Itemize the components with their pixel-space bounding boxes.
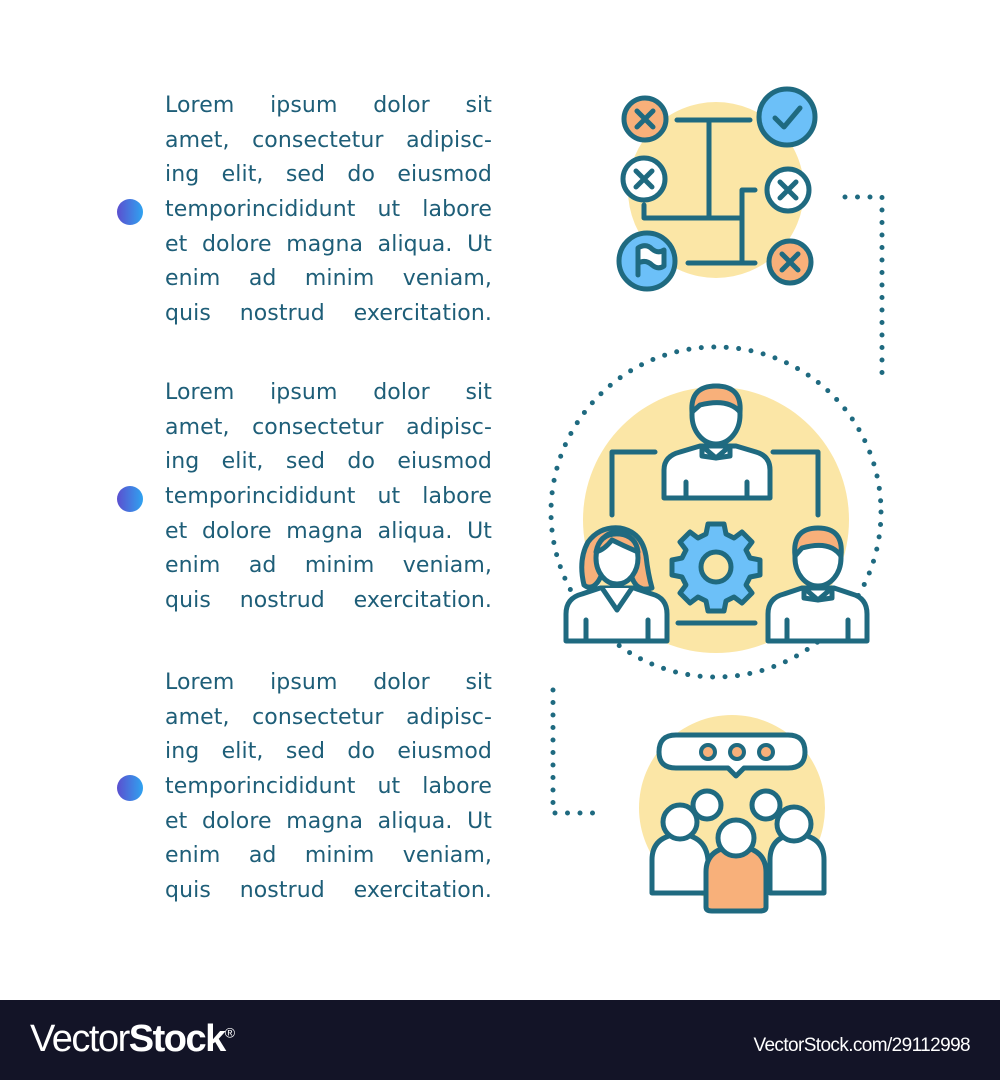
text-line: ing elit, sed do eiusmod [165, 162, 492, 188]
cross-circle-orange-icon [766, 238, 814, 286]
text-line: quis nostrud exercitation. [165, 588, 492, 614]
woman-avatar-icon [563, 525, 670, 644]
check-circle-icon [756, 86, 818, 148]
gear-icon [669, 521, 763, 614]
text-line: Lorem ipsum dolor sit [165, 380, 492, 405]
logo-text-bold: Stock [128, 1018, 226, 1060]
bullet-point-3 [117, 775, 143, 801]
text-block-2: Lorem ipsum dolor sit amet, consectetur … [165, 376, 492, 619]
registered-mark: ® [224, 1024, 236, 1041]
image-reference: VectorStock.com/29112998 [753, 1035, 970, 1056]
text-line: Lorem ipsum dolor sit [165, 93, 492, 118]
bullet-point-2 [117, 486, 143, 512]
text-line: Lorem ipsum dolor sit [165, 670, 492, 695]
infographic-page: Lorem ipsum dolor sit amet, consectetur … [117, 86, 885, 914]
watermark-footer: VectorStock® VectorStock.com/29112998 [0, 1000, 1000, 1080]
group-chat-icon [639, 715, 827, 914]
text-line: ing elit, sed do eiusmod [165, 449, 492, 475]
text-line: enim ad minim veniam, [165, 266, 492, 292]
dotted-connector-top [842, 194, 885, 388]
text-line: enim ad minim veniam, [165, 843, 492, 869]
crowd-icon [649, 788, 827, 914]
vectorstock-logo: VectorStock® [30, 1018, 235, 1061]
text-line: enim ad minim veniam, [165, 553, 492, 579]
bullet-point-1 [117, 199, 143, 225]
text-line: et dolore magna aliqua. Ut [165, 518, 492, 544]
logo-text-light: Vector [30, 1018, 130, 1060]
man-avatar-icon [661, 383, 773, 501]
text-line: temporincididunt ut labore [165, 774, 492, 800]
speech-bubble-icon [656, 732, 808, 779]
cross-circle-white-icon [764, 166, 812, 214]
illustrations-panel [548, 86, 885, 914]
decision-maze-icon [616, 86, 818, 292]
text-line: temporincididunt ut labore [165, 484, 492, 510]
flag-circle-icon [616, 230, 678, 292]
text-line: amet, consectetur adipisc- [165, 704, 492, 730]
text-line: quis nostrud exercitation. [165, 301, 492, 327]
man-avatar-icon [765, 525, 870, 644]
cross-circle-white-icon [620, 155, 668, 203]
dotted-ring [548, 344, 884, 680]
dotted-connector-bottom [550, 687, 607, 816]
text-line: quis nostrud exercitation. [165, 878, 492, 904]
text-line: temporincididunt ut labore [165, 197, 492, 223]
text-block-1: Lorem ipsum dolor sit amet, consectetur … [165, 89, 492, 332]
text-line: et dolore magna aliqua. Ut [165, 231, 492, 257]
text-line: ing elit, sed do eiusmod [165, 739, 492, 765]
cross-circle-orange-icon [621, 95, 669, 143]
text-line: amet, consectetur adipisc- [165, 127, 492, 153]
team-gear-icon [563, 383, 870, 653]
text-line: amet, consectetur adipisc- [165, 414, 492, 440]
text-block-3: Lorem ipsum dolor sit amet, consectetur … [165, 666, 492, 909]
text-line: et dolore magna aliqua. Ut [165, 808, 492, 834]
